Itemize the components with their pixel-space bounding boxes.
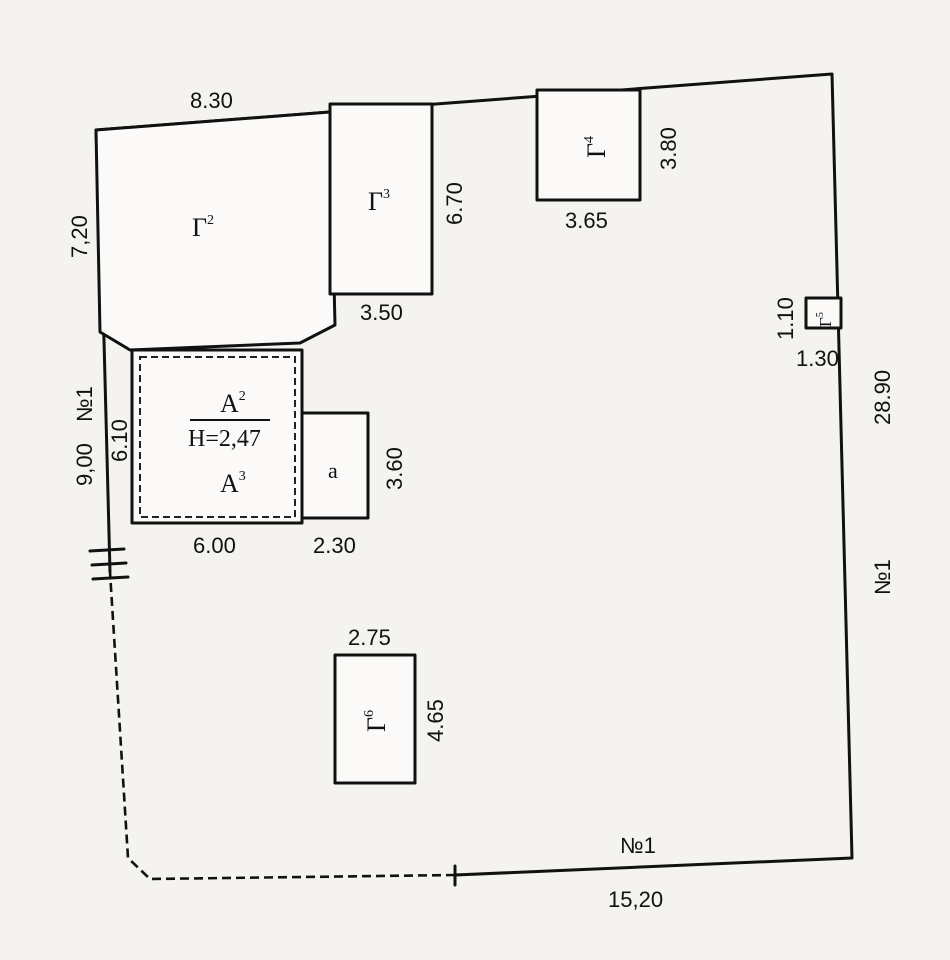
- g3-label: Г3: [368, 187, 390, 216]
- boundary-ticks: [88, 547, 457, 887]
- g5-label: Г5: [815, 312, 835, 327]
- house-bottom-label: А3: [220, 469, 246, 498]
- annex-a: [300, 411, 370, 520]
- building-g6: [333, 653, 417, 785]
- g6-height: 4.65: [423, 699, 448, 742]
- building-g5: [804, 296, 843, 330]
- annex-height: 3.60: [382, 447, 407, 490]
- site-boundary-dashed: [108, 571, 456, 881]
- house-height-label: Н=2,47: [188, 426, 261, 452]
- house-inner-dashed: [139, 356, 296, 518]
- site-top-width: 8.30: [190, 88, 233, 113]
- site-bottom: 15,20: [608, 887, 663, 912]
- house-width: 6.00: [193, 533, 236, 558]
- g4-label: Г4: [582, 136, 611, 158]
- g6-label: Г6: [362, 710, 391, 732]
- building-g4: [535, 88, 642, 202]
- g5-width: 1.30: [796, 346, 839, 371]
- site-boundary-left-lower: [102, 338, 112, 574]
- site-right-mark: №1: [870, 559, 895, 595]
- g5-height: 1.10: [773, 297, 798, 340]
- house-top-label: А2: [220, 389, 246, 418]
- g4-width: 3.65: [565, 208, 608, 233]
- g2-label: Г2: [192, 213, 214, 242]
- building-g3: [328, 102, 434, 296]
- g6-width: 2.75: [348, 625, 391, 650]
- site-right-side: 28.90: [870, 370, 895, 425]
- house-outline: [130, 348, 304, 525]
- site-left-lower: 9,00: [72, 443, 97, 486]
- g3-height: 6.70: [442, 182, 467, 225]
- annex-width: 2.30: [313, 533, 356, 558]
- annex-label: а: [328, 458, 338, 483]
- site-left-upper: 7,20: [67, 215, 92, 258]
- building-g2: [94, 110, 337, 352]
- g4-height: 3.80: [656, 127, 681, 170]
- house-depth: 6.10: [107, 419, 132, 462]
- site-bottom-mark: №1: [620, 833, 656, 858]
- site-left-mark: №1: [72, 386, 97, 422]
- g3-width: 3.50: [360, 300, 403, 325]
